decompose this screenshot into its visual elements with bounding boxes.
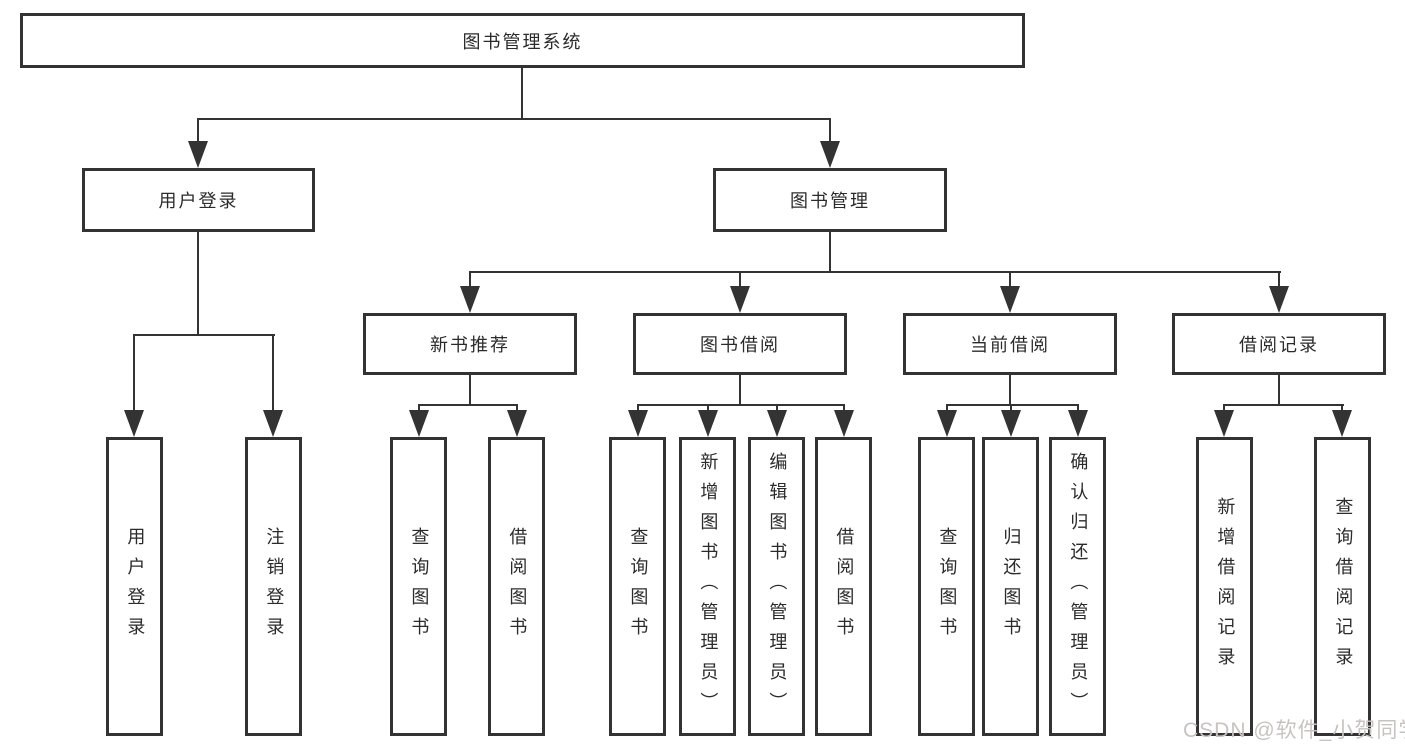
connector-line: [1009, 271, 1011, 289]
leaf-query-books-current: 查询图书: [918, 437, 975, 736]
leaf-label: 借阅图书: [834, 526, 855, 647]
connector-line: [418, 404, 518, 406]
connector-line: [469, 271, 471, 289]
connector-line: [469, 271, 1281, 273]
leaf-logout: 注销登录: [245, 437, 302, 736]
leaf-query-books-recommend: 查询图书: [390, 437, 447, 736]
leaf-edit-book-admin: 编辑图书（管理员）: [748, 437, 805, 736]
leaf-borrow-books-borrowing: 借阅图书: [815, 437, 872, 736]
node-book-borrowing: 图书借阅: [633, 313, 847, 375]
connector-line: [829, 232, 831, 272]
arrowhead-down-icon: [1269, 286, 1289, 313]
leaf-add-borrow-record: 新增借阅记录: [1196, 437, 1253, 736]
arrowhead-down-icon: [409, 410, 429, 437]
arrowhead-down-icon: [820, 141, 840, 168]
node-new-book-recommendation: 新书推荐: [363, 313, 577, 375]
connector-line: [1341, 404, 1343, 413]
connector-line: [637, 404, 845, 406]
connector-line: [197, 118, 831, 120]
leaf-label: 新增借阅记录: [1215, 496, 1236, 677]
arrowhead-down-icon: [263, 410, 283, 437]
connector-line: [739, 375, 741, 406]
leaf-label: 查询图书: [628, 526, 649, 647]
leaf-user-login: 用户登录: [106, 437, 163, 736]
connector-line: [707, 404, 709, 413]
node-current-borrowing: 当前借阅: [903, 313, 1117, 375]
leaf-label: 借阅图书: [507, 526, 528, 647]
connector-line: [843, 404, 845, 413]
arrowhead-down-icon: [1214, 410, 1234, 437]
leaf-add-book-admin: 新增图书（管理员）: [679, 437, 736, 736]
connector-line: [469, 375, 471, 406]
leaf-return-books: 归还图书: [982, 437, 1039, 736]
arrowhead-down-icon: [628, 410, 648, 437]
connector-line: [521, 68, 523, 119]
leaf-query-borrow-record: 查询借阅记录: [1314, 437, 1371, 736]
arrowhead-down-icon: [767, 410, 787, 437]
arrowhead-down-icon: [1068, 410, 1088, 437]
connector-line: [1009, 375, 1011, 406]
arrowhead-down-icon: [1332, 410, 1352, 437]
leaf-label: 用户登录: [125, 526, 146, 647]
arrowhead-down-icon: [188, 141, 208, 168]
arrowhead-down-icon: [698, 410, 718, 437]
connector-line: [1278, 271, 1280, 289]
leaf-label: 编辑图书（管理员）: [767, 451, 788, 722]
connector-line: [1223, 404, 1344, 406]
arrowhead-down-icon: [124, 410, 144, 437]
leaf-label: 查询借阅记录: [1333, 496, 1354, 677]
connector-line: [946, 404, 948, 413]
connector-line: [829, 118, 831, 144]
connector-line: [1278, 375, 1280, 406]
node-user-login: 用户登录: [82, 168, 315, 232]
connector-line: [197, 232, 199, 336]
csdn-watermark: CSDN @软件_小贺同学: [1183, 719, 1405, 742]
connector-line: [946, 404, 1079, 406]
connector-line: [637, 404, 639, 413]
connector-line: [739, 271, 741, 289]
node-book-management: 图书管理: [713, 168, 947, 232]
leaf-label: 新增图书（管理员）: [698, 451, 719, 722]
arrowhead-down-icon: [460, 286, 480, 313]
leaf-label: 注销登录: [264, 526, 285, 647]
arrowhead-down-icon: [1001, 410, 1021, 437]
leaf-label: 查询图书: [937, 526, 958, 647]
connector-line: [1223, 404, 1225, 413]
leaf-label: 归还图书: [1001, 526, 1022, 647]
connector-line: [1010, 404, 1012, 413]
connector-line: [516, 404, 518, 413]
arrowhead-down-icon: [730, 286, 750, 313]
connector-line: [272, 334, 274, 413]
connector-line: [1077, 404, 1079, 413]
node-borrowing-records: 借阅记录: [1172, 313, 1386, 375]
connector-line: [776, 404, 778, 413]
leaf-confirm-return-admin: 确认归还（管理员）: [1049, 437, 1106, 736]
leaf-query-books-borrowing: 查询图书: [609, 437, 666, 736]
connector-line: [418, 404, 420, 413]
arrowhead-down-icon: [1000, 286, 1020, 313]
connector-line: [133, 334, 275, 336]
arrowhead-down-icon: [937, 410, 957, 437]
connector-line: [197, 118, 199, 144]
leaf-label: 查询图书: [409, 526, 430, 647]
node-book-management-system: 图书管理系统: [20, 13, 1025, 68]
arrowhead-down-icon: [507, 410, 527, 437]
connector-line: [133, 334, 135, 413]
leaf-label: 确认归还（管理员）: [1068, 451, 1089, 722]
arrowhead-down-icon: [834, 410, 854, 437]
leaf-borrow-books-recommend: 借阅图书: [488, 437, 545, 736]
